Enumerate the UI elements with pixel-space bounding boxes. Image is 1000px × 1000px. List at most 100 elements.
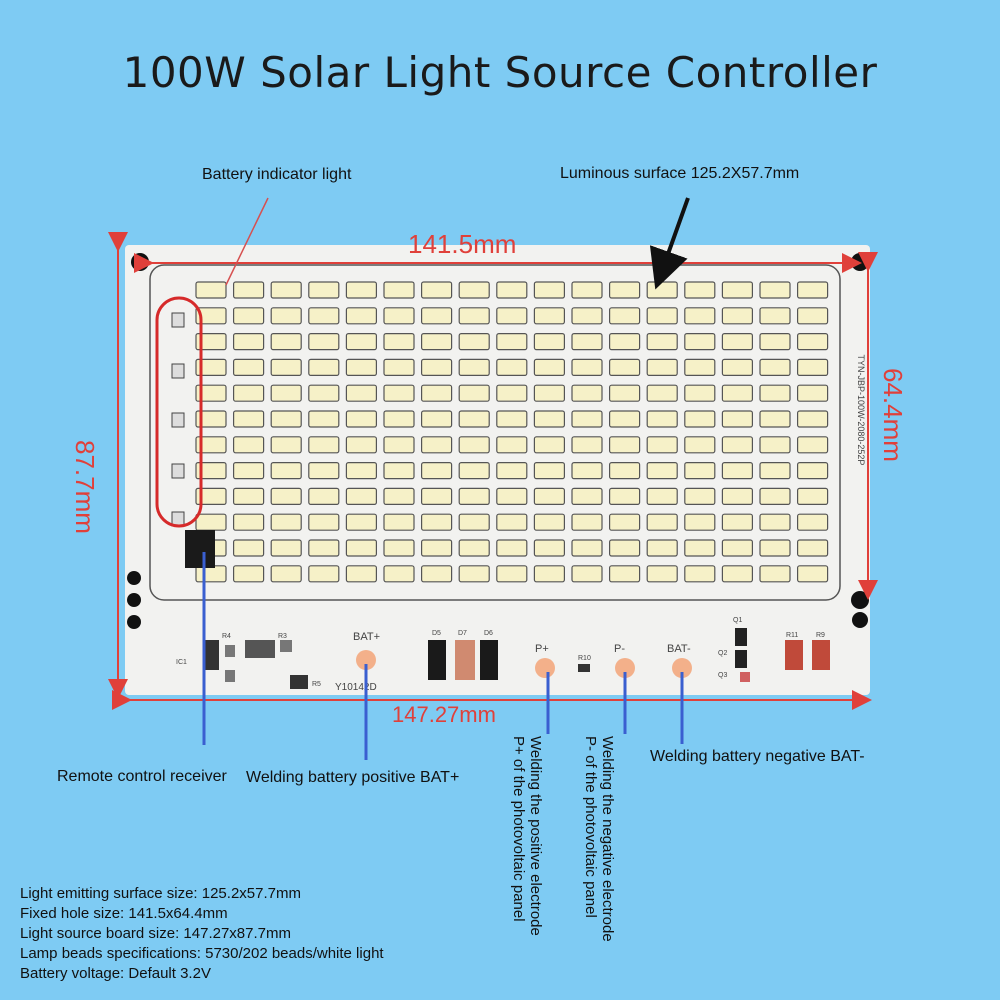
led-bead	[383, 333, 415, 351]
led-bead	[195, 436, 227, 454]
led-bead	[383, 410, 415, 428]
led-bead	[684, 384, 716, 402]
led-bead	[684, 333, 716, 351]
led-bead	[383, 358, 415, 376]
led-bead	[308, 565, 340, 583]
led-bead	[308, 358, 340, 376]
led-bead	[496, 384, 528, 402]
led-bead	[233, 565, 265, 583]
pad-p-minus	[615, 658, 635, 678]
label-pv-positive-line1: Welding the positive electrode	[527, 736, 544, 936]
led-bead	[308, 487, 340, 505]
led-bead	[796, 565, 829, 583]
led-bead	[608, 565, 641, 583]
led-bead	[759, 565, 791, 583]
led-bead	[308, 513, 340, 531]
mark-q1: Q1	[733, 617, 742, 624]
led-bead	[458, 462, 490, 480]
mark-r9: R9	[816, 632, 825, 639]
led-bead	[383, 462, 415, 480]
led-bead	[496, 436, 528, 454]
label-pv-positive-line2: P+ of the photovoltaic panel	[510, 736, 527, 922]
led-bead	[796, 462, 829, 480]
led-bead	[345, 462, 377, 480]
mount-hole-bottom-right-2	[852, 612, 868, 628]
led-bead	[421, 307, 453, 325]
led-bead	[533, 281, 566, 299]
mark-q2: Q2	[718, 650, 727, 657]
label-pv-negative-line2: P- of the photovoltaic panel	[582, 736, 599, 918]
led-bead	[684, 358, 716, 376]
led-bead	[195, 281, 227, 299]
mark-r10: R10	[578, 655, 591, 662]
led-bead	[345, 565, 377, 583]
led-bead	[759, 384, 791, 402]
mark-bat-plus: BAT+	[353, 631, 380, 643]
led-bead	[759, 436, 791, 454]
led-bead	[646, 307, 678, 325]
diode-d6	[480, 640, 498, 680]
led-bead	[608, 281, 641, 299]
led-bead	[270, 487, 302, 505]
led-bead	[458, 358, 490, 376]
led-bead	[533, 462, 566, 480]
led-bead	[270, 565, 302, 583]
led-bead	[796, 358, 829, 376]
led-bead	[270, 358, 302, 376]
dim-board-width: 147.27mm	[392, 702, 496, 727]
led-bead	[796, 281, 829, 299]
led-grid	[195, 281, 829, 583]
led-bead	[458, 565, 490, 583]
spec-item: Lamp beads specifications: 5730/202 bead…	[20, 945, 384, 962]
led-bead	[684, 539, 716, 557]
led-bead	[759, 358, 791, 376]
led-bead	[195, 333, 227, 351]
led-bead	[571, 539, 603, 557]
led-bead	[270, 281, 302, 299]
led-bead	[233, 487, 265, 505]
led-bead	[721, 462, 754, 480]
led-bead	[684, 281, 716, 299]
led-bead	[608, 307, 641, 325]
led-bead	[684, 462, 716, 480]
diode-d7	[455, 640, 475, 680]
mark-ic1: IC1	[176, 659, 187, 666]
pad-bat-plus	[356, 650, 376, 670]
led-bead	[496, 333, 528, 351]
led-bead	[383, 384, 415, 402]
led-bead	[684, 513, 716, 531]
led-bead	[383, 539, 415, 557]
led-bead	[421, 333, 453, 351]
led-bead	[195, 487, 227, 505]
led-bead	[533, 307, 566, 325]
led-bead	[345, 358, 377, 376]
led-bead	[458, 487, 490, 505]
led-bead	[233, 436, 265, 454]
indicator-highlight	[155, 296, 203, 528]
led-bead	[721, 281, 754, 299]
mark-q3: Q3	[718, 672, 727, 679]
led-bead	[796, 333, 829, 351]
led-bead	[195, 384, 227, 402]
led-bead	[421, 513, 453, 531]
led-bead	[421, 410, 453, 428]
led-bead	[684, 565, 716, 583]
led-bead	[571, 565, 603, 583]
led-bead	[646, 462, 678, 480]
led-bead	[345, 333, 377, 351]
led-bead	[233, 333, 265, 351]
led-bead	[759, 539, 791, 557]
led-bead	[270, 307, 302, 325]
led-bead	[308, 281, 340, 299]
led-bead	[383, 487, 415, 505]
led-bead	[308, 333, 340, 351]
led-bead	[383, 281, 415, 299]
led-bead	[496, 513, 528, 531]
label-luminous-surface: Luminous surface 125.2X57.7mm	[560, 165, 800, 182]
label-bat-positive: Welding battery positive BAT+	[246, 769, 460, 786]
led-bead	[796, 487, 829, 505]
led-bead	[270, 539, 302, 557]
led-bead	[345, 436, 377, 454]
led-bead	[533, 487, 566, 505]
mark-p-minus: P-	[614, 643, 625, 655]
